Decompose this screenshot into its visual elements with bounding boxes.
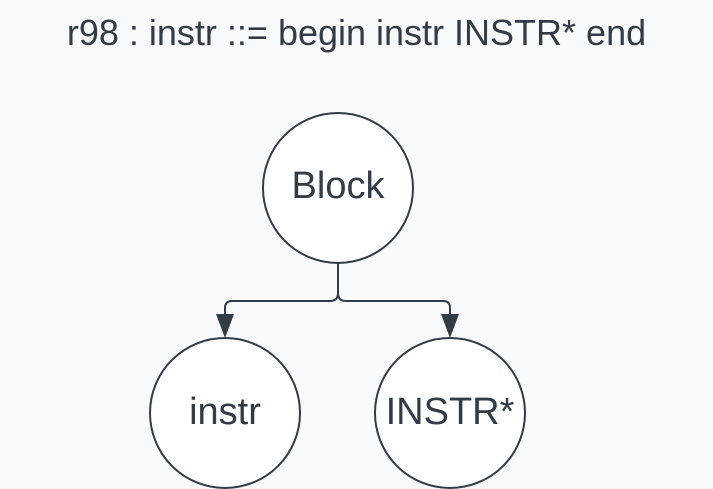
rule-title: r98 : instr ::= begin instr INSTR* end <box>66 12 647 53</box>
node-left: instr <box>149 337 301 489</box>
arrowhead-left <box>216 314 234 338</box>
node-left-circle <box>149 337 301 489</box>
edge-root-to-left <box>224 262 339 314</box>
edge-root-to-right <box>337 262 451 314</box>
node-right-label: INSTR* <box>386 391 515 433</box>
node-root: Block <box>262 112 414 264</box>
node-root-circle <box>262 112 414 264</box>
tree-edges <box>224 262 451 314</box>
node-right-circle <box>374 337 526 489</box>
node-right: INSTR* <box>374 337 526 489</box>
node-root-label: Block <box>292 165 386 207</box>
arrowhead-right <box>441 314 459 338</box>
node-left-label: instr <box>189 391 261 433</box>
